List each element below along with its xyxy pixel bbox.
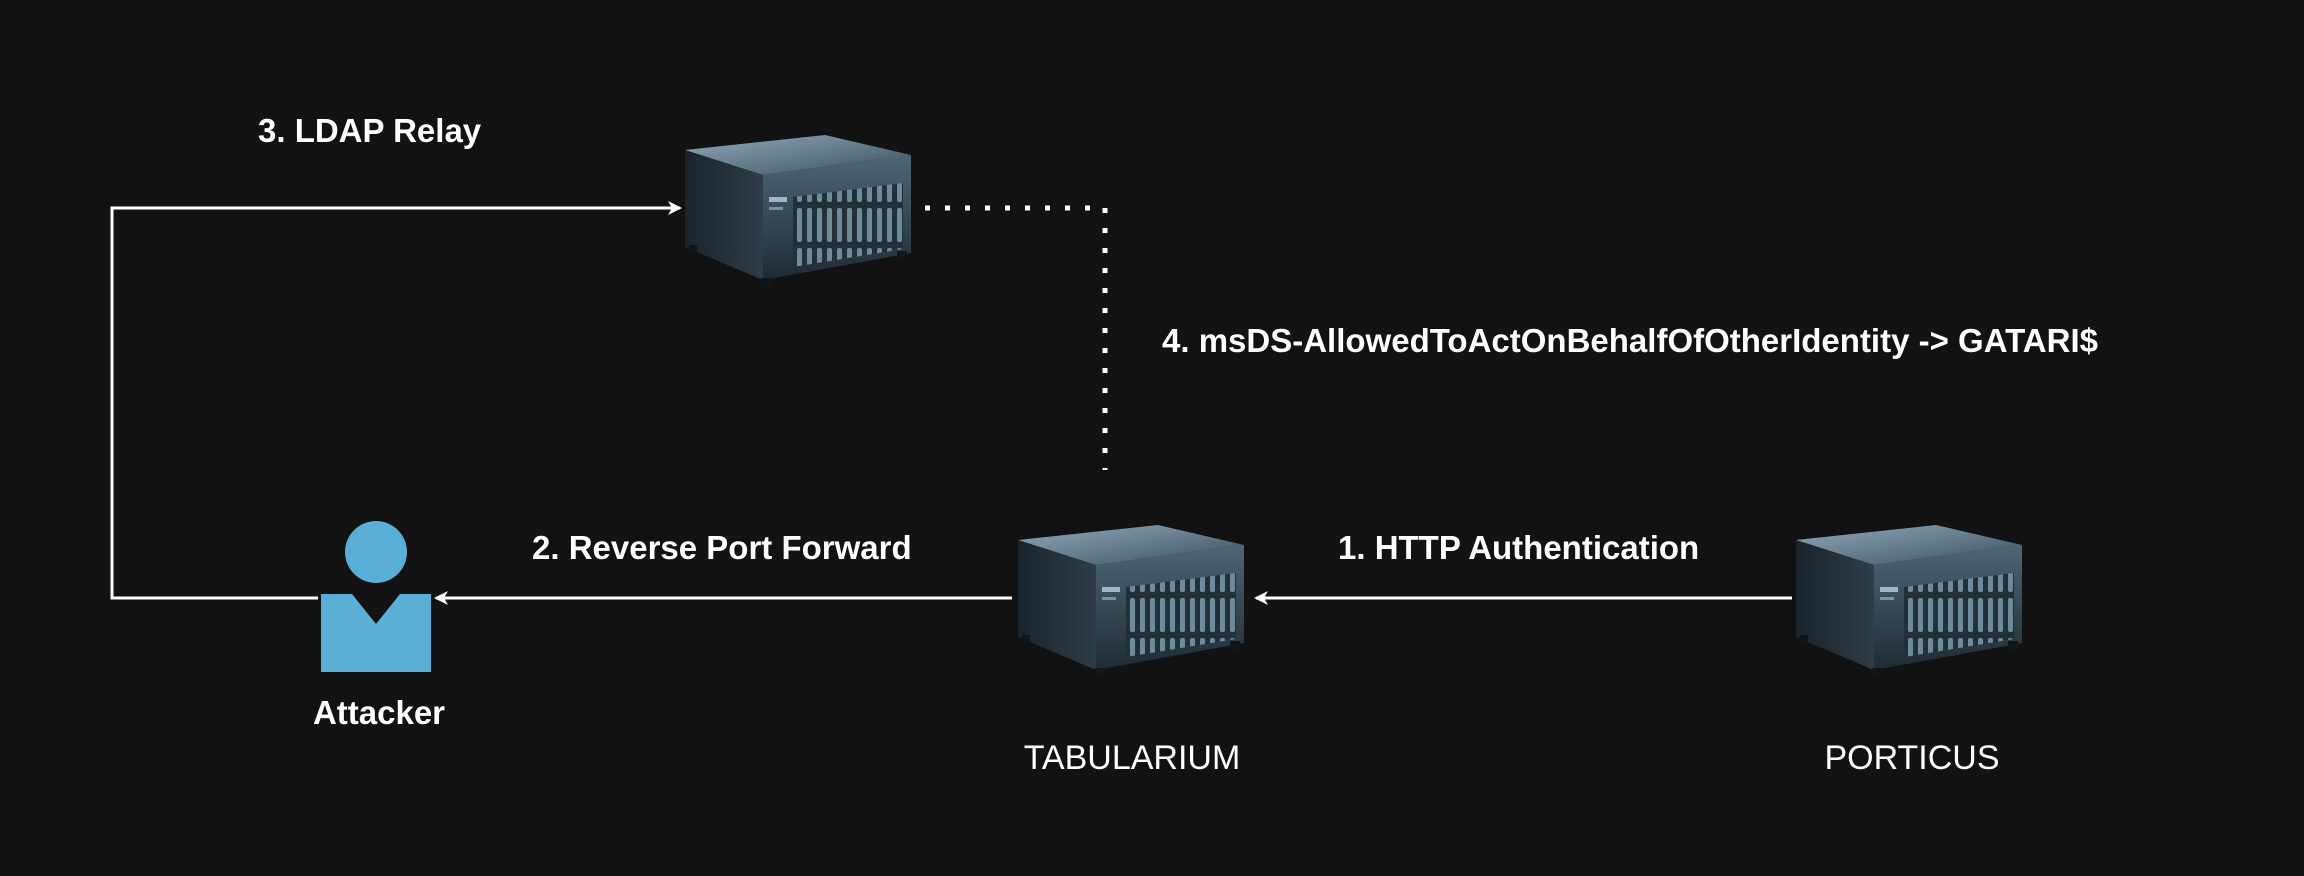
- tabularium-label: TABULARIUM: [1024, 739, 1241, 777]
- step-1-label: 1. HTTP Authentication: [1338, 529, 1699, 566]
- server-icon: [1018, 525, 1244, 677]
- step-3-label: 3. LDAP Relay: [258, 112, 482, 149]
- attacker-node: Attacker: [313, 521, 445, 731]
- step-4-label: 4. msDS-AllowedToActOnBehalfOfOtherIdent…: [1162, 322, 2098, 359]
- step-2-label: 2. Reverse Port Forward: [532, 529, 912, 566]
- attacker-label: Attacker: [313, 694, 445, 731]
- connectors: [110, 201, 1792, 605]
- server-icon: [685, 135, 911, 287]
- ldap-relay-arrow: [110, 201, 682, 600]
- rbcd-dotted-link: [925, 205, 1108, 470]
- server-icon: [1796, 525, 2022, 677]
- user-icon: [321, 521, 431, 672]
- porticus-label: PORTICUS: [1824, 739, 1999, 777]
- tabularium-node: TABULARIUM: [1018, 525, 1244, 777]
- domain-controller-node: [685, 135, 911, 287]
- porticus-node: PORTICUS: [1796, 525, 2022, 777]
